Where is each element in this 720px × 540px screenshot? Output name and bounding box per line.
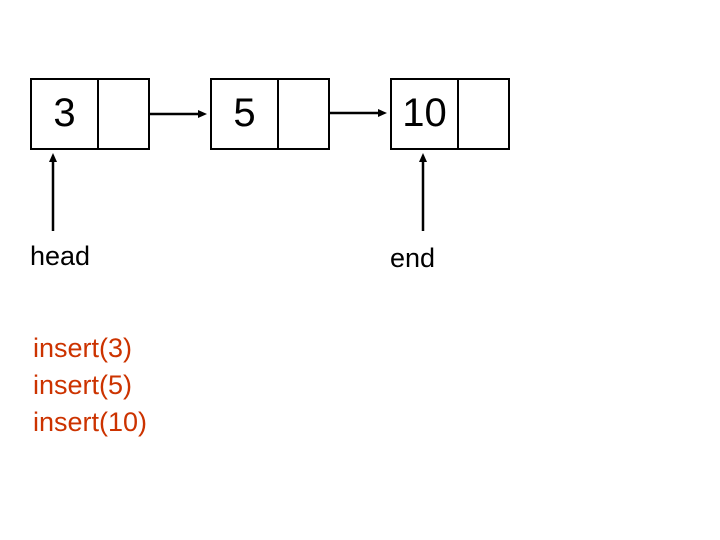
list-node: 5 [210,78,330,150]
node-value: 5 [212,80,279,148]
node-value: 10 [392,80,459,148]
operations-list: insert(3) insert(5) insert(10) [33,330,147,441]
operation-line: insert(10) [33,407,148,437]
node-value: 3 [32,80,99,148]
node-pointer-cell [279,80,328,148]
node-pointer-cell [459,80,508,148]
operation-line: insert(3) [33,333,133,363]
list-node: 10 [390,78,510,150]
list-node: 3 [30,78,150,150]
head-label: head [30,241,91,271]
end-label: end [390,243,436,273]
operation-line: insert(5) [33,370,133,400]
node-pointer-cell [99,80,148,148]
